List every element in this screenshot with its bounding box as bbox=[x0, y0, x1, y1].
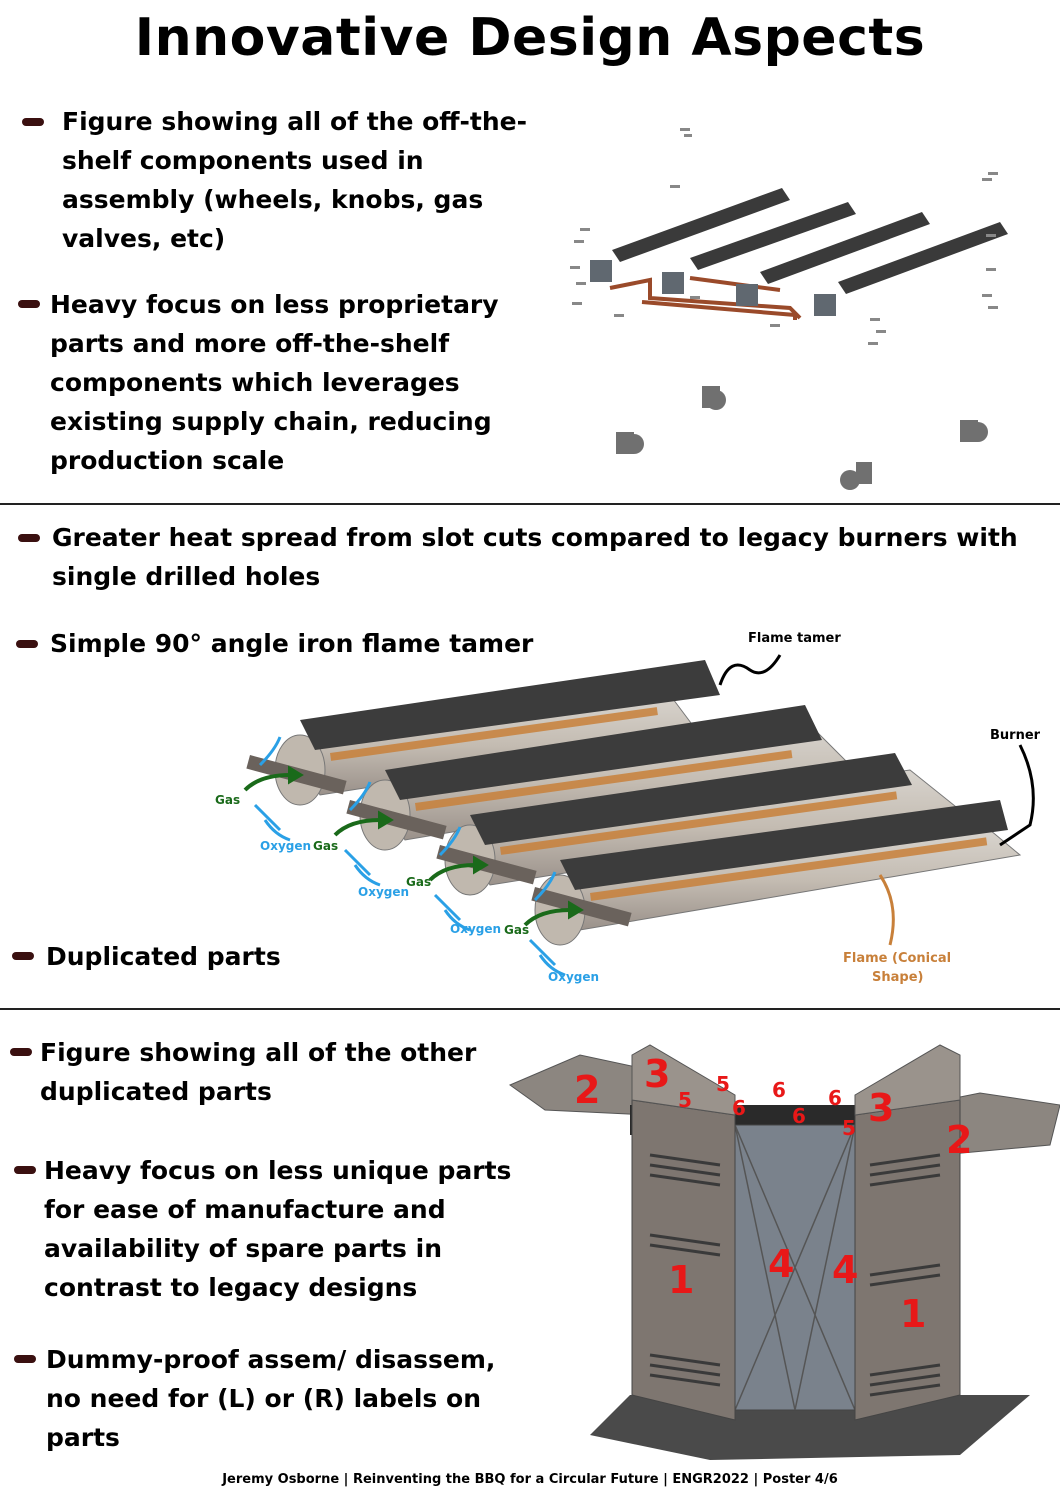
label-oxygen: Oxygen bbox=[450, 922, 501, 936]
flame-tamer-part bbox=[612, 188, 790, 262]
bullet-less-proprietary: Heavy focus on less proprietary parts an… bbox=[50, 290, 499, 475]
flame-tamer-part bbox=[838, 222, 1008, 294]
exploded-components-figure bbox=[570, 128, 1008, 490]
bullet-off-the-shelf-figure: Figure showing all of the off-the-shelf … bbox=[62, 107, 528, 253]
bracket bbox=[531, 887, 632, 927]
bullet-less-unique-parts: Heavy focus on less unique parts for eas… bbox=[44, 1156, 512, 1302]
bullet-dash bbox=[14, 1355, 36, 1363]
part-number: 4 bbox=[832, 1248, 858, 1292]
bullet-dummy-proof: Dummy-proof assem/ disassem, no need for… bbox=[46, 1345, 496, 1452]
fasteners bbox=[570, 128, 998, 345]
label-oxygen: Oxygen bbox=[260, 839, 311, 853]
gas-valve bbox=[814, 294, 836, 316]
wheels bbox=[616, 386, 988, 490]
gas-valve bbox=[590, 260, 612, 282]
part-number: 4 bbox=[768, 1242, 794, 1286]
end-cap-right bbox=[854, 1044, 961, 1116]
bullet-dash bbox=[14, 1166, 36, 1174]
part-number: 6 bbox=[792, 1104, 806, 1128]
part-number: 6 bbox=[828, 1086, 842, 1110]
caster-wheel bbox=[968, 422, 988, 442]
label-flame-line1: Flame (Conical bbox=[843, 951, 951, 966]
label-oxygen: Oxygen bbox=[548, 970, 599, 984]
label-gas: Gas bbox=[313, 839, 338, 853]
gas-valve bbox=[736, 284, 758, 306]
label-flame-tamer: Flame tamer bbox=[748, 631, 841, 646]
flame-tamer bbox=[300, 660, 720, 750]
flame-tamers-assembled bbox=[300, 660, 1008, 890]
label-flame-line2: Shape) bbox=[872, 970, 923, 985]
label-gas: Gas bbox=[504, 923, 529, 937]
flame-pointer bbox=[878, 874, 895, 946]
caster-wheel bbox=[840, 470, 860, 490]
oxygen-arrows bbox=[253, 736, 566, 977]
burner-assembly-figure: Flame tamer Burner Gas Oxygen Gas Oxygen… bbox=[215, 631, 1041, 985]
gas-arrows bbox=[243, 765, 584, 927]
flame-tamer-part bbox=[760, 212, 930, 284]
gas-valves bbox=[590, 260, 836, 316]
flame-tamer bbox=[470, 753, 912, 845]
part-number: 5 bbox=[842, 1116, 856, 1140]
part-number: 1 bbox=[900, 1292, 926, 1336]
flame-slots bbox=[330, 707, 988, 901]
part-number: 3 bbox=[868, 1086, 894, 1130]
bullet-dash bbox=[16, 640, 38, 648]
bullet-dash bbox=[10, 1048, 32, 1056]
poster-footer: Jeremy Osborne | Reinventing the BBQ for… bbox=[222, 1472, 838, 1487]
part-number: 6 bbox=[772, 1078, 786, 1102]
burner-pointer bbox=[999, 744, 1035, 847]
gas-manifold bbox=[609, 276, 802, 320]
door-bracing bbox=[734, 1124, 856, 1411]
label-gas: Gas bbox=[215, 793, 240, 807]
part-number: 6 bbox=[732, 1096, 746, 1120]
part-number: 2 bbox=[946, 1118, 972, 1162]
flame-tamer-pointer bbox=[718, 654, 782, 686]
vent-slots bbox=[649, 1153, 941, 1397]
side-panel-right bbox=[854, 1099, 961, 1421]
flame-tamer bbox=[385, 705, 822, 800]
bullet-heat-spread: Greater heat spread from slot cuts compa… bbox=[52, 523, 1018, 591]
bracket bbox=[346, 800, 447, 840]
part-number-labels: 1 1 2 2 3 3 4 4 5 5 5 6 6 6 6 bbox=[574, 1052, 972, 1336]
poster-title: Innovative Design Aspects bbox=[134, 8, 926, 68]
section-divider bbox=[0, 1008, 1060, 1010]
part-number: 5 bbox=[678, 1088, 692, 1112]
gas-valve bbox=[662, 272, 684, 294]
label-gas: Gas bbox=[406, 875, 431, 889]
caster-wheel bbox=[706, 390, 726, 410]
part-number: 1 bbox=[668, 1258, 694, 1302]
bullet-duplicated-parts: Duplicated parts bbox=[46, 942, 281, 971]
bbq-cart-figure: 1 1 2 2 3 3 4 4 5 5 5 6 6 6 6 bbox=[508, 1044, 1060, 1460]
caster-wheel bbox=[856, 462, 872, 484]
bullet-dash bbox=[12, 952, 34, 960]
bullet-duplicated-parts-figure: Figure showing all of the other duplicat… bbox=[40, 1038, 477, 1106]
label-oxygen: Oxygen bbox=[358, 885, 409, 899]
part-number: 2 bbox=[574, 1068, 600, 1112]
part-number: 3 bbox=[644, 1052, 670, 1096]
bullet-dash bbox=[18, 300, 40, 308]
part-number: 5 bbox=[716, 1072, 730, 1096]
flame-tamers bbox=[612, 188, 1008, 294]
bullet-dash bbox=[18, 534, 40, 542]
end-cap-left bbox=[631, 1044, 736, 1116]
caster-wheel bbox=[624, 434, 644, 454]
flame-tamer bbox=[560, 800, 1008, 890]
label-burner: Burner bbox=[990, 728, 1041, 743]
section-divider bbox=[0, 503, 1060, 505]
flame-tamer-part bbox=[690, 202, 856, 270]
bullet-flame-tamer: Simple 90° angle iron flame tamer bbox=[50, 629, 534, 658]
bullet-dash bbox=[22, 118, 44, 126]
